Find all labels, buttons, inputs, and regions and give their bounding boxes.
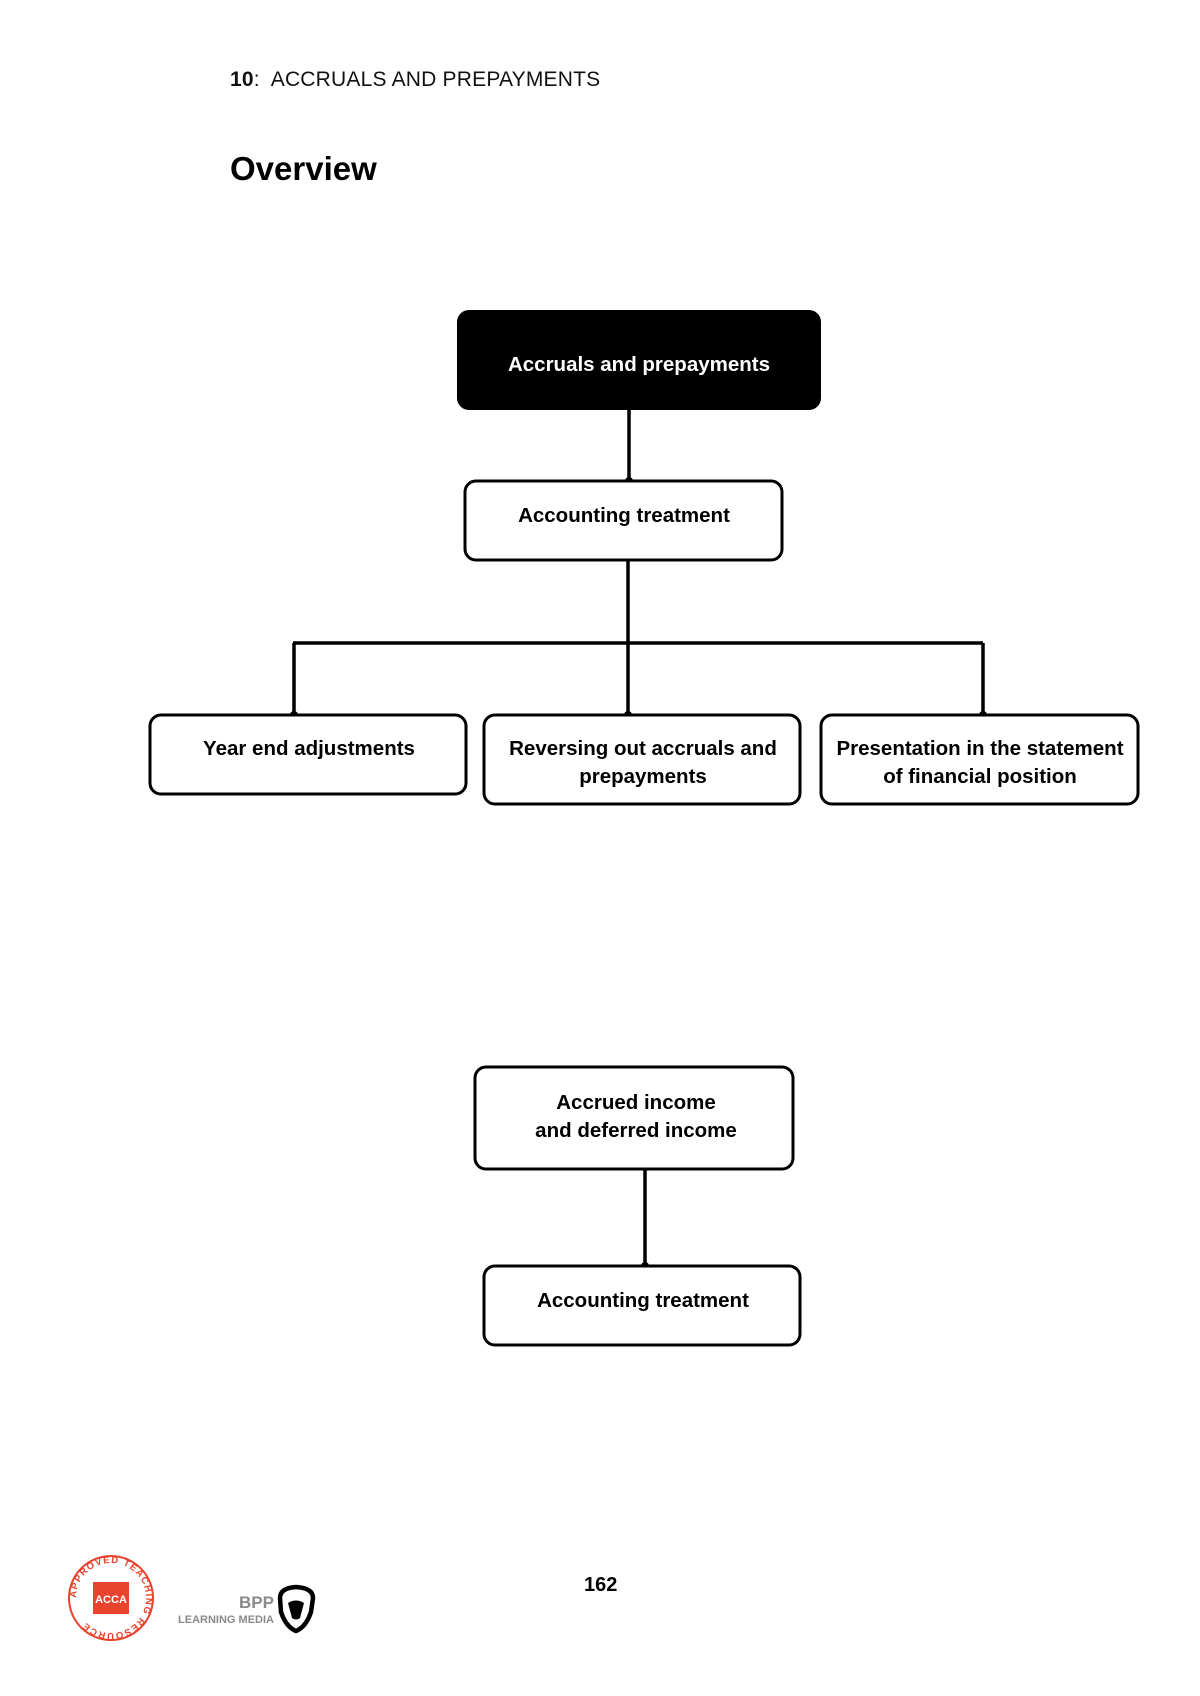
learning-media-wordmark: LEARNING MEDIA xyxy=(178,1614,274,1626)
page-number: 162 xyxy=(584,1574,618,1596)
accrued-income-label-line-2: and deferred income xyxy=(535,1119,737,1142)
accounting-treatment-2-node xyxy=(482,1264,802,1347)
accrued-income-node xyxy=(473,1065,795,1171)
overview-diagram: Accruals and prepayments Accounting trea… xyxy=(148,310,1140,1347)
chapter-header: 10: ACCRUALS AND PREPAYMENTS xyxy=(230,68,600,92)
footer-logos: APPROVED TEACHING RESOURCE ACCA BPP LEAR… xyxy=(68,1555,316,1641)
acca-logo-text: ACCA xyxy=(95,1594,127,1606)
presentation-label-line-2: of financial position xyxy=(883,765,1077,788)
chapter-number: 10 xyxy=(230,68,254,91)
lion-head-icon xyxy=(277,1584,316,1634)
chapter-title: ACCRUALS AND PREPAYMENTS xyxy=(270,68,601,91)
accounting-treatment-2-label: Accounting treatment xyxy=(537,1289,749,1312)
presentation-label-line-1: Presentation in the statement xyxy=(836,737,1123,760)
chapter-separator: : xyxy=(253,68,260,91)
reversing-out-label-line-2: prepayments xyxy=(579,765,707,788)
page-title: Overview xyxy=(230,150,377,187)
accrued-income-label-line-1: Accrued income xyxy=(556,1091,716,1114)
acca-approved-badge: APPROVED TEACHING RESOURCE ACCA xyxy=(68,1555,154,1641)
accounting-treatment-node xyxy=(463,479,784,562)
root-node-label: Accruals and prepayments xyxy=(508,353,770,376)
diagram1-connectors xyxy=(292,410,985,715)
year-end-adjustments-node xyxy=(148,713,468,796)
year-end-adjustments-label: Year end adjustments xyxy=(203,737,415,760)
reversing-out-label-line-1: Reversing out accruals and xyxy=(509,737,777,760)
accounting-treatment-label: Accounting treatment xyxy=(518,504,730,527)
reversing-out-node xyxy=(482,713,802,806)
bpp-learning-media-logo: BPP LEARNING MEDIA xyxy=(178,1584,316,1634)
bpp-wordmark: BPP xyxy=(239,1593,274,1612)
presentation-node xyxy=(819,713,1140,806)
root-node xyxy=(457,310,821,410)
